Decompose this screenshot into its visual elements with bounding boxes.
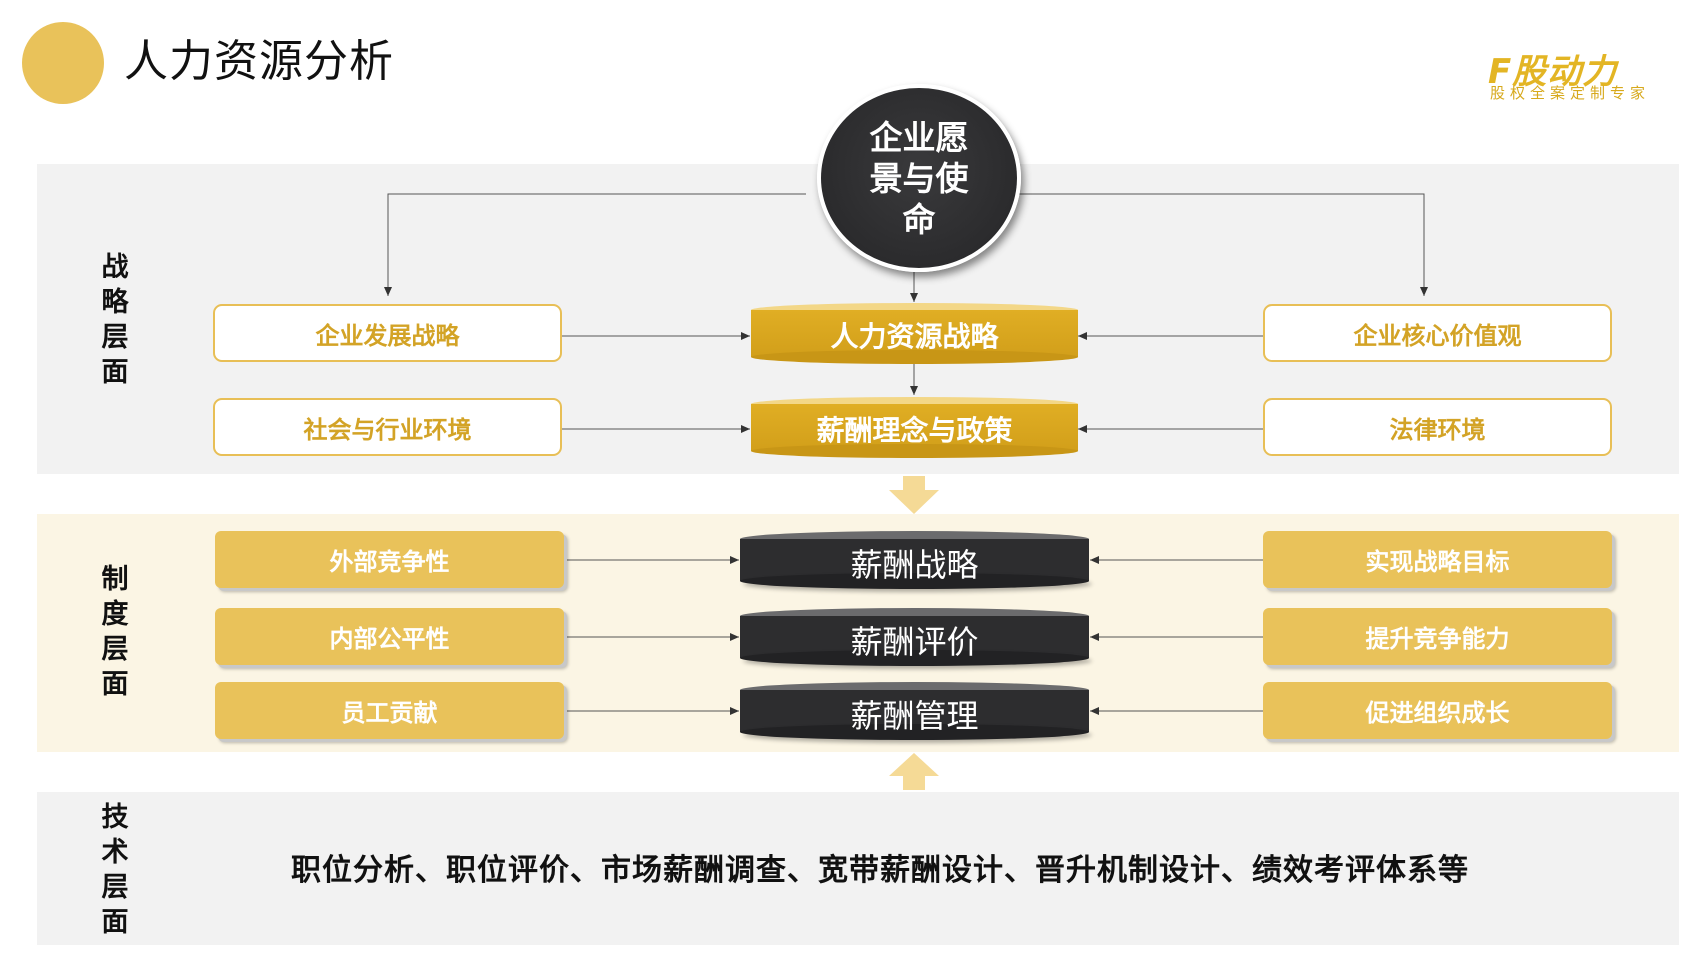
technique-methods-text: 职位分析、职位评价、市场薪酬调查、宽带薪酬设计、晋升机制设计、绩效考评体系等 xyxy=(291,853,1469,888)
salary-disc: 薪酬战略 xyxy=(740,531,1089,589)
system-right-box: 提升竞争能力 xyxy=(1263,608,1612,665)
system-left-box: 外部竞争性 xyxy=(215,531,564,588)
connector-vision-right xyxy=(1016,193,1428,296)
strategy-left-label: 社会与行业环境 xyxy=(303,415,472,444)
layer-label-system: 制度层面 xyxy=(101,564,129,700)
connector-vision-left xyxy=(384,193,806,296)
brand-logo: F股动力 股权全案定制专家 xyxy=(1488,44,1666,106)
salary-disc-label: 薪酬管理 xyxy=(850,697,979,735)
up-flow-arrow-icon xyxy=(889,753,939,790)
vision-mission-text: 企业愿景与使命 xyxy=(869,117,969,239)
title-dot-icon xyxy=(22,22,104,104)
system-left-label: 内部公平性 xyxy=(329,625,450,653)
system-right-label: 提升竞争能力 xyxy=(1365,625,1510,653)
system-left-label: 员工贡献 xyxy=(341,699,438,727)
strategy-right-box: 法律环境 xyxy=(1263,398,1612,456)
technique-layer-band xyxy=(37,792,1679,945)
vision-mission-circle: 企业愿景与使命 xyxy=(817,84,1021,272)
strategy-right-label: 法律环境 xyxy=(1389,415,1486,444)
logo-tagline: 股权全案定制专家 xyxy=(1490,84,1651,102)
layer-label-technique: 技术层面 xyxy=(101,802,129,938)
hr-strategy-disc: 人力资源战略 xyxy=(751,303,1078,364)
system-right-box: 促进组织成长 xyxy=(1263,682,1612,739)
logo-wordmark: F股动力 xyxy=(1488,52,1618,92)
strategy-left-box: 社会与行业环境 xyxy=(213,398,562,456)
system-left-box: 员工贡献 xyxy=(215,682,564,739)
salary-disc: 薪酬管理 xyxy=(740,682,1089,740)
system-right-box: 实现战略目标 xyxy=(1263,531,1612,588)
strategy-right-box: 企业核心价值观 xyxy=(1263,304,1612,362)
hr-strategy-label: 人力资源战略 xyxy=(830,320,999,353)
compensation-policy-disc: 薪酬理念与政策 xyxy=(751,397,1078,458)
layer-label-strategy: 战略层面 xyxy=(101,252,129,388)
strategy-left-label: 企业发展战略 xyxy=(315,321,460,350)
salary-disc: 薪酬评价 xyxy=(740,608,1089,666)
page-title: 人力资源分析 xyxy=(124,36,394,87)
salary-disc-label: 薪酬评价 xyxy=(850,623,979,661)
system-left-label: 外部竞争性 xyxy=(329,548,450,576)
down-flow-arrow-icon xyxy=(889,476,939,514)
compensation-policy-label: 薪酬理念与政策 xyxy=(816,414,1013,447)
strategy-left-box: 企业发展战略 xyxy=(213,304,562,362)
system-right-label: 实现战略目标 xyxy=(1365,548,1510,576)
system-left-box: 内部公平性 xyxy=(215,608,564,665)
strategy-right-label: 企业核心价值观 xyxy=(1353,321,1522,350)
salary-disc-label: 薪酬战略 xyxy=(850,546,979,584)
system-right-label: 促进组织成长 xyxy=(1365,699,1510,727)
